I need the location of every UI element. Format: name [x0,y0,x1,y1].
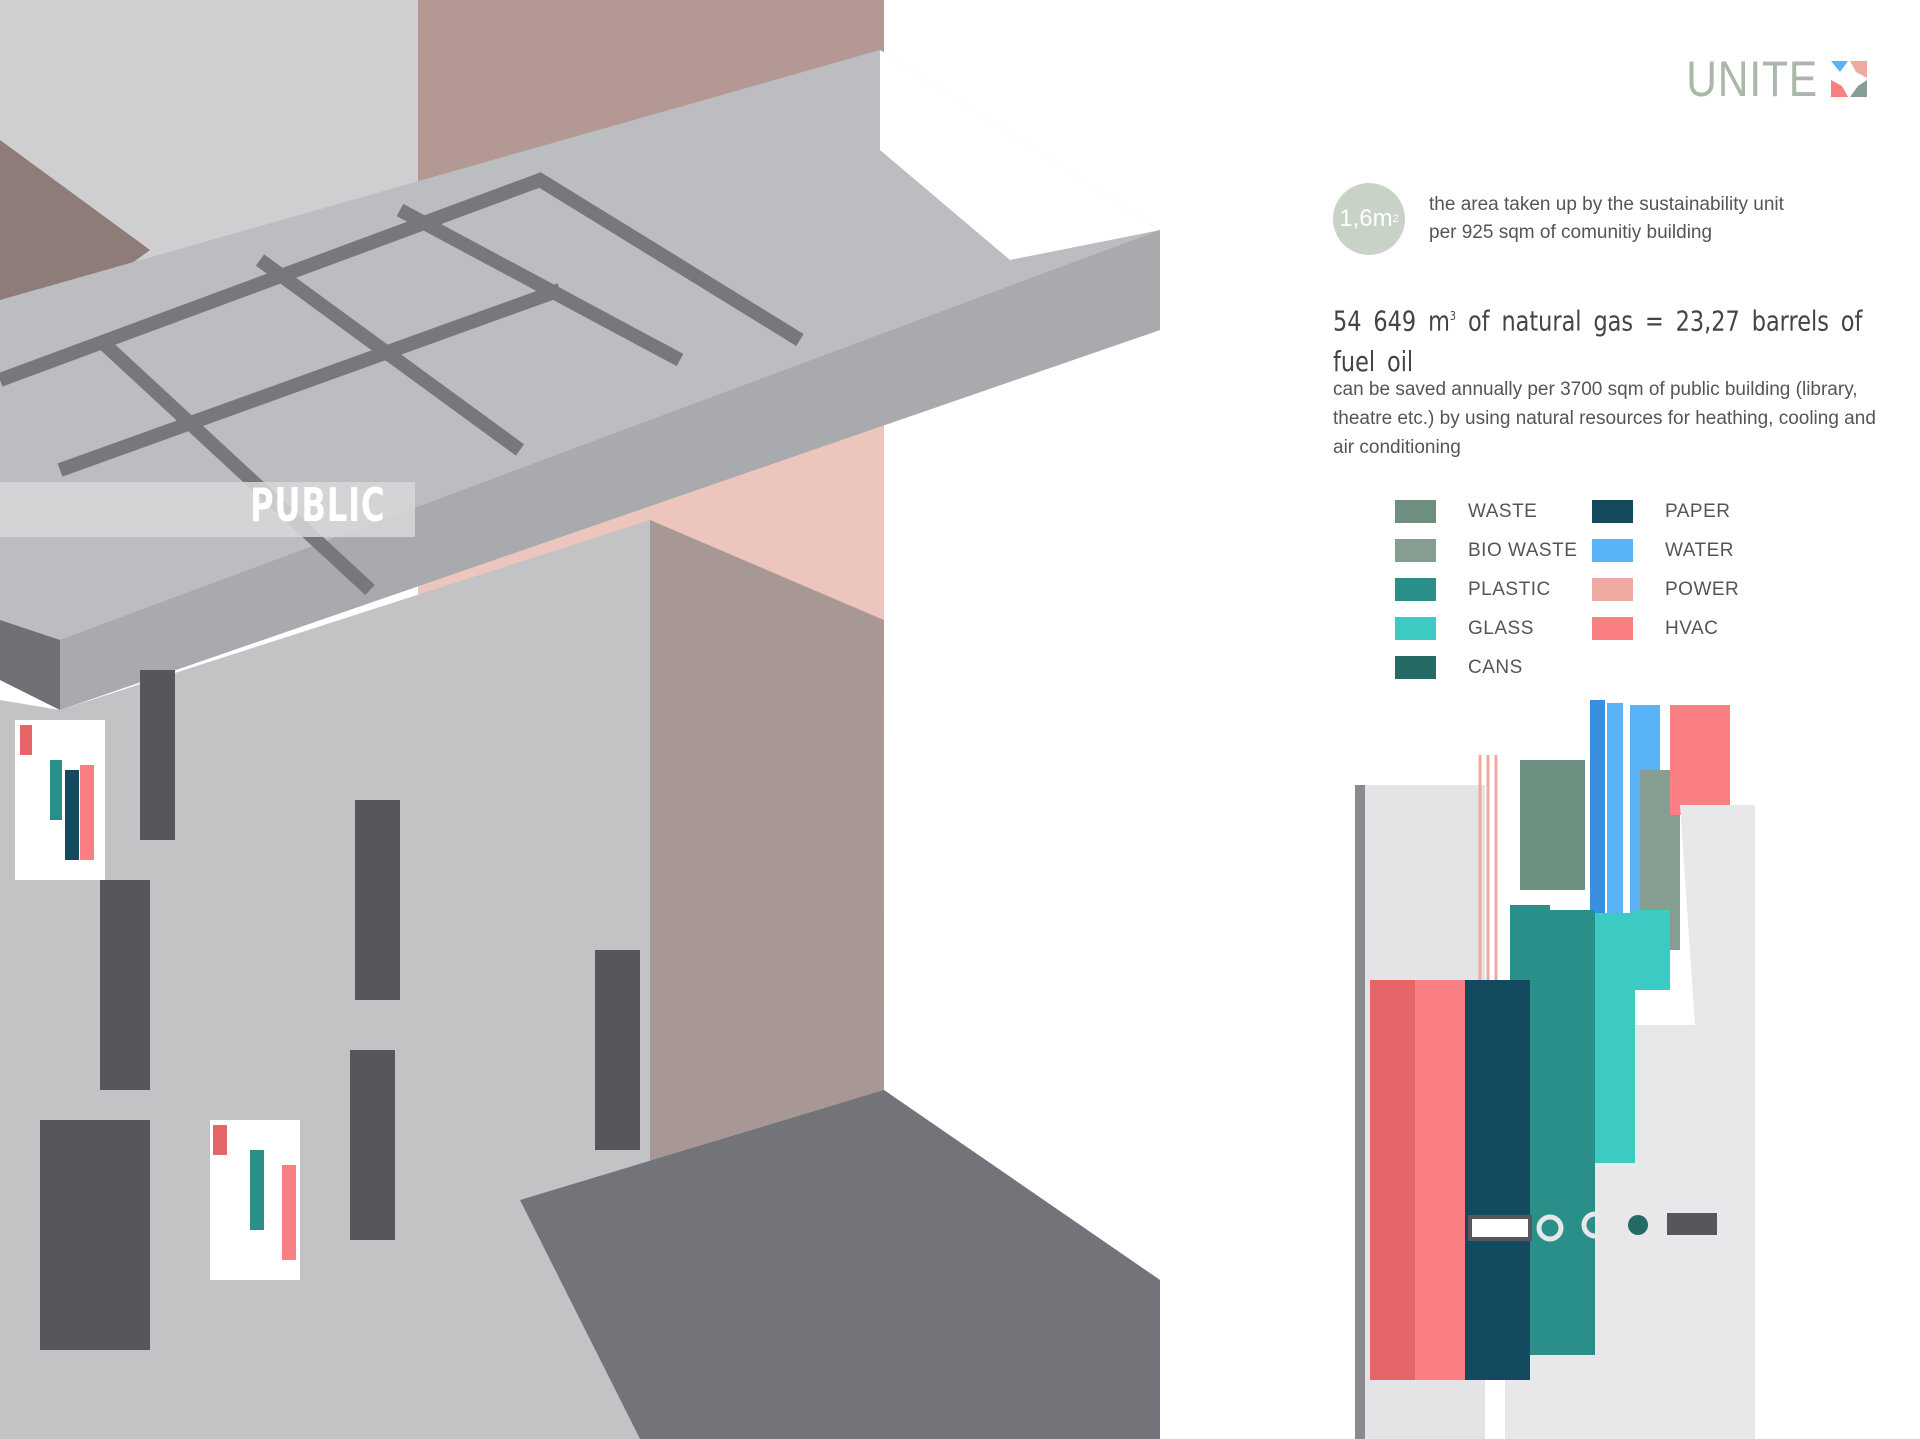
legend-label: GLASS [1468,617,1534,639]
area-description-line1: the area taken up by the sustainability … [1429,194,1784,215]
legend-label: HVAC [1665,617,1719,639]
legend-swatch [1592,539,1633,562]
gas-headline-part1: 54 649 m [1333,304,1450,338]
gas-headline-sup: 3 [1449,309,1457,323]
legend-swatch [1395,539,1436,562]
legend-item-plastic: PLASTIC [1395,578,1551,601]
legend-swatch [1395,578,1436,601]
axonometric-building-illustration [0,0,1160,1439]
legend-label: POWER [1665,578,1740,600]
legend-label: WASTE [1468,500,1538,522]
legend-swatch [1395,500,1436,523]
legend-item-hvac: HVAC [1592,617,1718,640]
unite-logo-icon [1828,58,1870,100]
area-description: the area taken up by the sustainability … [1429,191,1784,247]
legend-swatch [1592,617,1633,640]
legend-label: PAPER [1665,500,1731,522]
legend-item-paper: PAPER [1592,500,1731,523]
legend-item-water: WATER [1592,539,1734,562]
area-unit-sup: 2 [1392,213,1399,225]
unite-logo: UNITE [1663,50,1870,108]
legend-swatch [1592,500,1633,523]
sustainability-unit-illustration [1355,700,1755,1439]
legend-item-glass: GLASS [1395,617,1534,640]
public-zone-label: PUBLIC [250,478,386,532]
area-description-line2: per 925 sqm of comunitiy building [1429,222,1713,243]
logo-text: UNITE [1686,51,1818,107]
legend-item-waste: WASTE [1395,500,1537,523]
legend-item-bio-waste: BIO WASTE [1395,539,1577,562]
legend-label: WATER [1665,539,1734,561]
legend-item-power: POWER [1592,578,1739,601]
legend-label: CANS [1468,656,1523,678]
legend-swatch [1395,656,1436,679]
mini-unit [15,720,105,880]
legend-label: PLASTIC [1468,578,1551,600]
gas-headline-part2: of natural gas = 23,27 barrels of fuel o… [1333,304,1863,379]
legend-swatch [1592,578,1633,601]
legend-label: BIO WASTE [1468,539,1578,561]
area-value: 1,6m [1339,205,1393,232]
gas-description: can be saved annually per 3700 sqm of pu… [1333,379,1876,458]
legend-swatch [1395,617,1436,640]
gas-headline: 54 649 m3 of natural gas = 23,27 barrels… [1333,296,1893,382]
legend-item-cans: CANS [1395,656,1523,679]
